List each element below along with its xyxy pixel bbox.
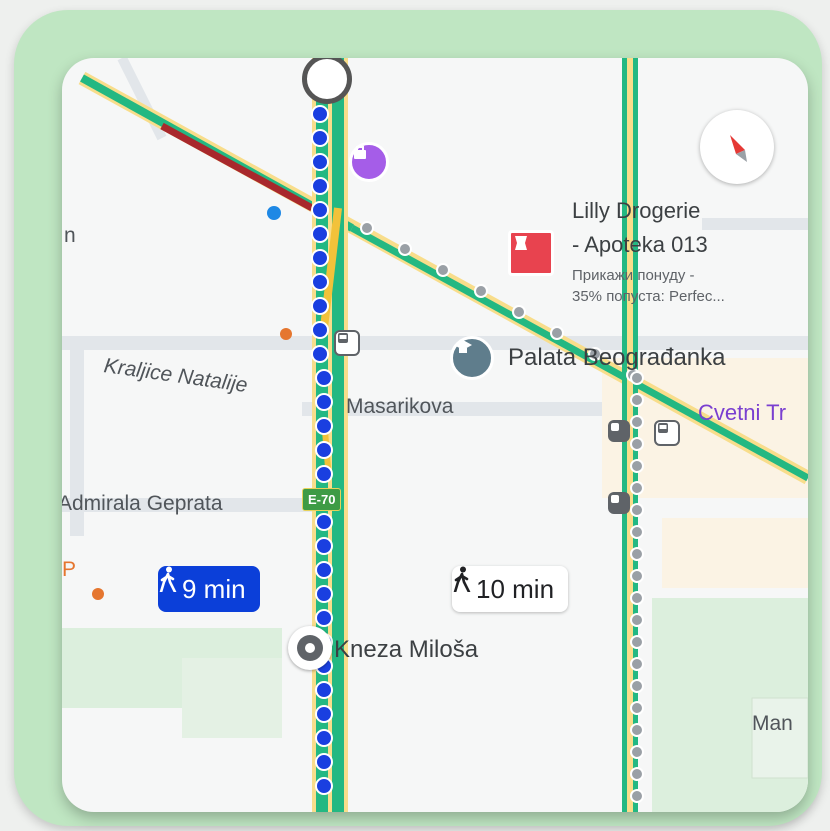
walk-option-selected[interactable]: 9 min [158, 566, 260, 612]
walk-option-alternative[interactable]: 10 min [452, 566, 569, 612]
walk-time-label: 9 min [182, 573, 246, 604]
route-dot-alternative [630, 723, 644, 737]
walk-time-label-alt: 10 min [476, 573, 555, 604]
street-label-partial-left: n [64, 224, 76, 247]
route-dot-alternative [630, 415, 644, 429]
route-dot-alternative [630, 481, 644, 495]
route-shield-e70: E-70 [302, 488, 342, 511]
route-dot-alternative [630, 701, 644, 715]
poi-kneza-name[interactable]: Kneza Miloša [334, 636, 479, 663]
route-dot-alternative [630, 767, 644, 781]
map-view[interactable]: Lilly Drogerie - Apoteka 013 Прикажи пон… [62, 58, 808, 812]
route-dot-alternative [398, 242, 412, 256]
route-dot-alternative [630, 789, 644, 803]
route-dot-alternative [630, 591, 644, 605]
route-dot-selected [311, 345, 329, 363]
route-dot-selected [311, 321, 329, 339]
street-label-admirala: Admirala Geprata [62, 492, 223, 515]
street-label-cvetni: Cvetni Tr [698, 400, 787, 425]
route-dot-alternative [630, 679, 644, 693]
route-dot-alternative [630, 569, 644, 583]
route-dot-selected [311, 249, 329, 267]
education-icon[interactable] [450, 336, 494, 380]
route-dot-alternative [630, 503, 644, 517]
route-dot-selected [315, 441, 333, 459]
diagonal-traffic-red [160, 122, 314, 212]
street-kraljice [62, 336, 808, 350]
route-dot-selected [311, 273, 329, 291]
bus-stop-icon[interactable] [334, 330, 360, 356]
street-label-masarikova: Masarikova [346, 395, 454, 418]
route-dot-alternative [630, 745, 644, 759]
poi-dot-orange[interactable] [280, 328, 292, 340]
map-card-frame: Lilly Drogerie - Apoteka 013 Прикажи пон… [14, 10, 822, 826]
route-dot-alternative [436, 263, 450, 277]
route-dot-selected [311, 177, 329, 195]
street-vertical-left [70, 336, 84, 536]
poi-lilly-line1[interactable]: Lilly Drogerie [572, 198, 701, 223]
route-dot-alternative [630, 459, 644, 473]
route-dot-alternative [630, 657, 644, 671]
building-block-2 [662, 518, 808, 588]
walking-route [311, 105, 644, 803]
right-road-center [627, 58, 633, 812]
route-dot-selected [311, 297, 329, 315]
poi-lilly-line2[interactable]: - Apoteka 013 [572, 232, 708, 257]
route-dot-selected [311, 153, 329, 171]
route-dot-alternative [512, 305, 526, 319]
route-dot-alternative [550, 326, 564, 340]
route-dot-selected [315, 729, 333, 747]
route-dot-selected [315, 585, 333, 603]
park-area-left-2 [182, 658, 282, 738]
route-dot-selected [315, 393, 333, 411]
route-dot-selected [315, 537, 333, 555]
diagonal-traffic-green-2 [350, 224, 808, 482]
start-pin-icon[interactable] [302, 58, 352, 104]
route-dot-selected [315, 465, 333, 483]
street-upper-right [702, 218, 808, 230]
route-dot-alternative [630, 613, 644, 627]
route-dot-alternative [474, 284, 488, 298]
route-dot-alternative [630, 547, 644, 561]
compass-button[interactable] [700, 110, 774, 184]
poi-palata-name[interactable]: Palata Beograđanka [508, 344, 726, 371]
street-masarikova [302, 402, 602, 416]
route-dot-selected [315, 609, 333, 627]
route-dot-selected [315, 705, 333, 723]
route-dot-alternative [630, 635, 644, 649]
tram-stop-icon-2[interactable] [608, 492, 630, 514]
tram-stop-icon[interactable] [608, 420, 630, 442]
street-label-partial-p: P [62, 558, 77, 581]
route-dot-alternative [360, 221, 374, 235]
poi-lilly-offer-2: 35% попуста: Perfec... [572, 288, 725, 305]
bus-stop-icon-2[interactable] [654, 420, 680, 446]
route-dot-alternative [630, 525, 644, 539]
route-dot-selected [311, 105, 329, 123]
compass-icon [730, 135, 747, 162]
building-man [751, 697, 808, 779]
route-dot-selected [311, 225, 329, 243]
route-dot-selected [315, 753, 333, 771]
route-dot-selected [311, 201, 329, 219]
poi-dot-blue[interactable] [267, 206, 281, 220]
route-dot-alternative [630, 371, 644, 385]
route-dot-selected [315, 369, 333, 387]
route-dot-selected [315, 417, 333, 435]
route-dot-selected [315, 513, 333, 531]
route-dot-alternative [630, 437, 644, 451]
route-dot-selected [315, 681, 333, 699]
route-dot-alternative [588, 347, 602, 361]
route-dot-selected [315, 777, 333, 795]
poi-lilly-offer-1: Прикажи понуду - [572, 267, 695, 284]
street-admirala [62, 498, 322, 512]
location-pin-icon[interactable] [288, 626, 332, 670]
pharmacy-icon[interactable] [508, 230, 554, 276]
route-dot-selected [311, 129, 329, 147]
poi-dot-orange-2[interactable] [92, 588, 104, 600]
shopping-bag-icon[interactable] [349, 142, 389, 182]
route-dot-selected [315, 561, 333, 579]
route-dot-alternative [630, 393, 644, 407]
street-label-man: Man [752, 712, 793, 735]
